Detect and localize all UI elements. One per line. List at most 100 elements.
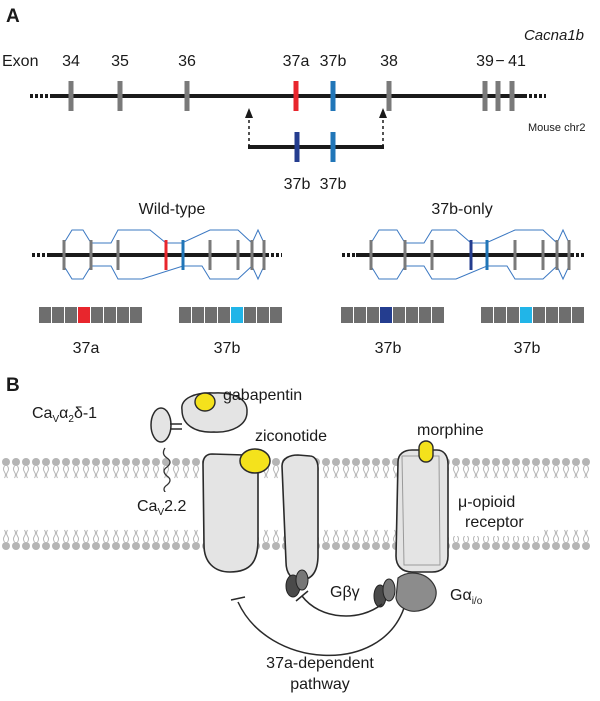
gabapentin-molecule (194, 392, 216, 412)
lipid-head-inner (341, 529, 351, 551)
lipid-head-outer (11, 457, 21, 479)
transcript-label-wt-2: 37b (214, 340, 241, 357)
knockin-title: 37b-only (431, 201, 492, 218)
receptor-label-line1: μ-opioid (458, 494, 515, 511)
lipid-head-inner (261, 529, 271, 551)
channel-label: CaV2.2 (137, 498, 186, 518)
lipid-head-inner (111, 529, 121, 551)
lipid-head-outer (511, 457, 521, 479)
lipid-head-inner (61, 529, 71, 551)
receptor-label-line2: receptor (465, 514, 524, 531)
receptor-label-bg (452, 490, 544, 536)
cassette-label-1: 37b (284, 176, 311, 193)
lipid-head-inner (571, 529, 581, 551)
lipid-head-outer (101, 457, 111, 479)
lipid-head-outer (171, 457, 181, 479)
lipid-head-inner (271, 529, 281, 551)
lipid-head-inner (151, 529, 161, 551)
g-proteins (373, 572, 437, 612)
lipid-head-outer (531, 457, 541, 479)
cassette-label-2: 37b (320, 176, 347, 193)
exon-heading: Exon (2, 53, 38, 70)
subunit-label: CaVα2δ-1 (32, 405, 97, 425)
transcript-ki-37b (481, 307, 584, 323)
lipid-head-inner (361, 529, 371, 551)
galpha-label: Gαi/o (450, 587, 483, 607)
lipid-head-outer (551, 457, 561, 479)
lipid-head-inner (121, 529, 131, 551)
lipid-head-inner (381, 529, 391, 551)
lipid-head-outer (61, 457, 71, 479)
gbg-label: Gβγ (330, 584, 360, 601)
lipid-head-outer (471, 457, 481, 479)
genomic-locus (30, 81, 546, 111)
lipid-head-outer (111, 457, 121, 479)
lipid-head-outer (481, 457, 491, 479)
lipid-head-inner (11, 529, 21, 551)
lipid-head-outer (31, 457, 41, 479)
lipid-head-inner (161, 529, 171, 551)
gene-name: Cacna1b (524, 27, 584, 44)
replacement-cassette (245, 108, 387, 162)
lipid-head-outer (141, 457, 151, 479)
lipid-head-outer (381, 457, 391, 479)
lipid-head-outer (501, 457, 511, 479)
lipid-head-outer (351, 457, 361, 479)
wildtype-title: Wild-type (139, 201, 206, 218)
knockin-splicing (342, 228, 586, 281)
lipid-head-inner (181, 529, 191, 551)
lipid-head-inner (101, 529, 111, 551)
lipid-head-outer (41, 457, 51, 479)
transcript-wt-37a (39, 307, 142, 323)
lipid-head-outer (1, 457, 11, 479)
lipid-head-outer (521, 457, 531, 479)
lipid-head-inner (321, 529, 331, 551)
cav22-channel (202, 448, 319, 598)
lipid-head-inner (561, 529, 571, 551)
lipid-head-outer (121, 457, 131, 479)
ziconotide-label: ziconotide (255, 428, 327, 445)
transcript-blocks (39, 307, 584, 323)
lipid-head-inner (91, 529, 101, 551)
lipid-head-outer (461, 457, 471, 479)
chromosome-label: Mouse chr2 (528, 122, 585, 134)
lipid-head-inner (191, 529, 201, 551)
lipid-head-outer (51, 457, 61, 479)
lipid-head-inner (371, 529, 381, 551)
lipid-head-outer (581, 457, 591, 479)
pathway-label-line1: 37a-dependent (266, 655, 374, 672)
exon-label-39: 39 (476, 53, 494, 70)
exon-label-37b: 37b (320, 53, 347, 70)
lipid-head-outer (71, 457, 81, 479)
exon-label-34: 34 (62, 53, 80, 70)
lipid-head-outer (151, 457, 161, 479)
lipid-head-outer (491, 457, 501, 479)
lipid-head-outer (451, 457, 461, 479)
lipid-head-inner (21, 529, 31, 551)
lipid-head-inner (131, 529, 141, 551)
exon-label-dash: − (495, 53, 504, 70)
lipid-head-inner (581, 529, 591, 551)
transcript-label-ki-1: 37b (375, 340, 402, 357)
lipid-head-outer (321, 457, 331, 479)
lipid-head-inner (81, 529, 91, 551)
gabapentin-label: gabapentin (223, 387, 302, 404)
lipid-head-inner (551, 529, 561, 551)
lipid-head-inner (71, 529, 81, 551)
transcript-label-wt-1: 37a (73, 340, 100, 357)
lipid-head-inner (51, 529, 61, 551)
panel-b-letter: B (6, 375, 20, 396)
lipid-head-outer (541, 457, 551, 479)
transcript-ki-37b-dark (341, 307, 444, 323)
lipid-head-inner (331, 529, 341, 551)
lipid-head-outer (91, 457, 101, 479)
lipid-head-outer (21, 457, 31, 479)
lipid-head-outer (561, 457, 571, 479)
inhibition-arcs (230, 590, 405, 657)
exon-label-35: 35 (111, 53, 129, 70)
lipid-head-inner (41, 529, 51, 551)
lipid-head-inner (351, 529, 361, 551)
exon-label-41: 41 (508, 53, 526, 70)
morphine-label: morphine (417, 422, 484, 439)
